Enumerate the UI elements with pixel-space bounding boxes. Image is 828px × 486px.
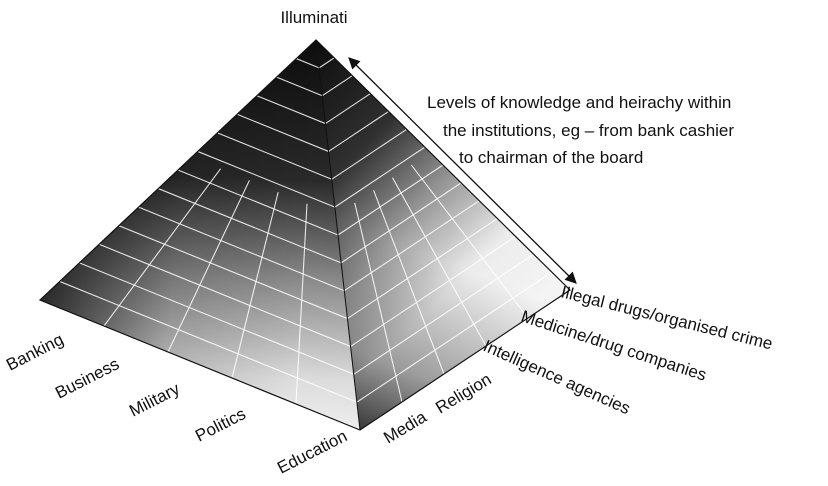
label-military: Military [126, 379, 183, 421]
left-face-sector-line [167, 180, 250, 353]
left-face-level-line [197, 150, 336, 208]
pyramid-front-edge [315, 39, 361, 431]
label-politics: Politics [192, 404, 249, 445]
hierarchy-arrow [348, 57, 577, 284]
annotation-line-3: to chairman of the board [459, 148, 643, 167]
left-face-sector-line [231, 191, 279, 379]
left-face-level-line [276, 76, 323, 97]
left-face-level-line [296, 58, 320, 69]
left-face-level-line [217, 132, 332, 180]
annotation-line-1: Levels of knowledge and heirachy within [427, 93, 731, 112]
label-banking: Banking [3, 330, 66, 375]
label-business: Business [52, 354, 122, 402]
right-face-level-line [356, 271, 553, 403]
left-face-sector-line [103, 168, 222, 327]
label-media: Media [380, 407, 430, 447]
apex-label: Illuminati [280, 8, 347, 27]
left-face-level-line [158, 188, 342, 264]
left-face-level-line [118, 225, 348, 320]
left-face-level-line [256, 95, 326, 125]
right-face-level-line [318, 57, 335, 69]
left-face-level-line [79, 262, 354, 375]
label-religion: Religion [432, 369, 494, 417]
annotation-line-2: the institutions, eg – from bank cashier [443, 121, 734, 140]
left-face-level-line [138, 206, 345, 292]
left-face-level-line [177, 169, 339, 236]
label-education: Education [274, 426, 350, 477]
left-face-level-line [236, 113, 329, 152]
left-face-sector-line [295, 203, 308, 405]
left-face-level-line [98, 243, 351, 347]
right-face-level-line [321, 75, 353, 97]
left-face-level-line [59, 280, 358, 403]
